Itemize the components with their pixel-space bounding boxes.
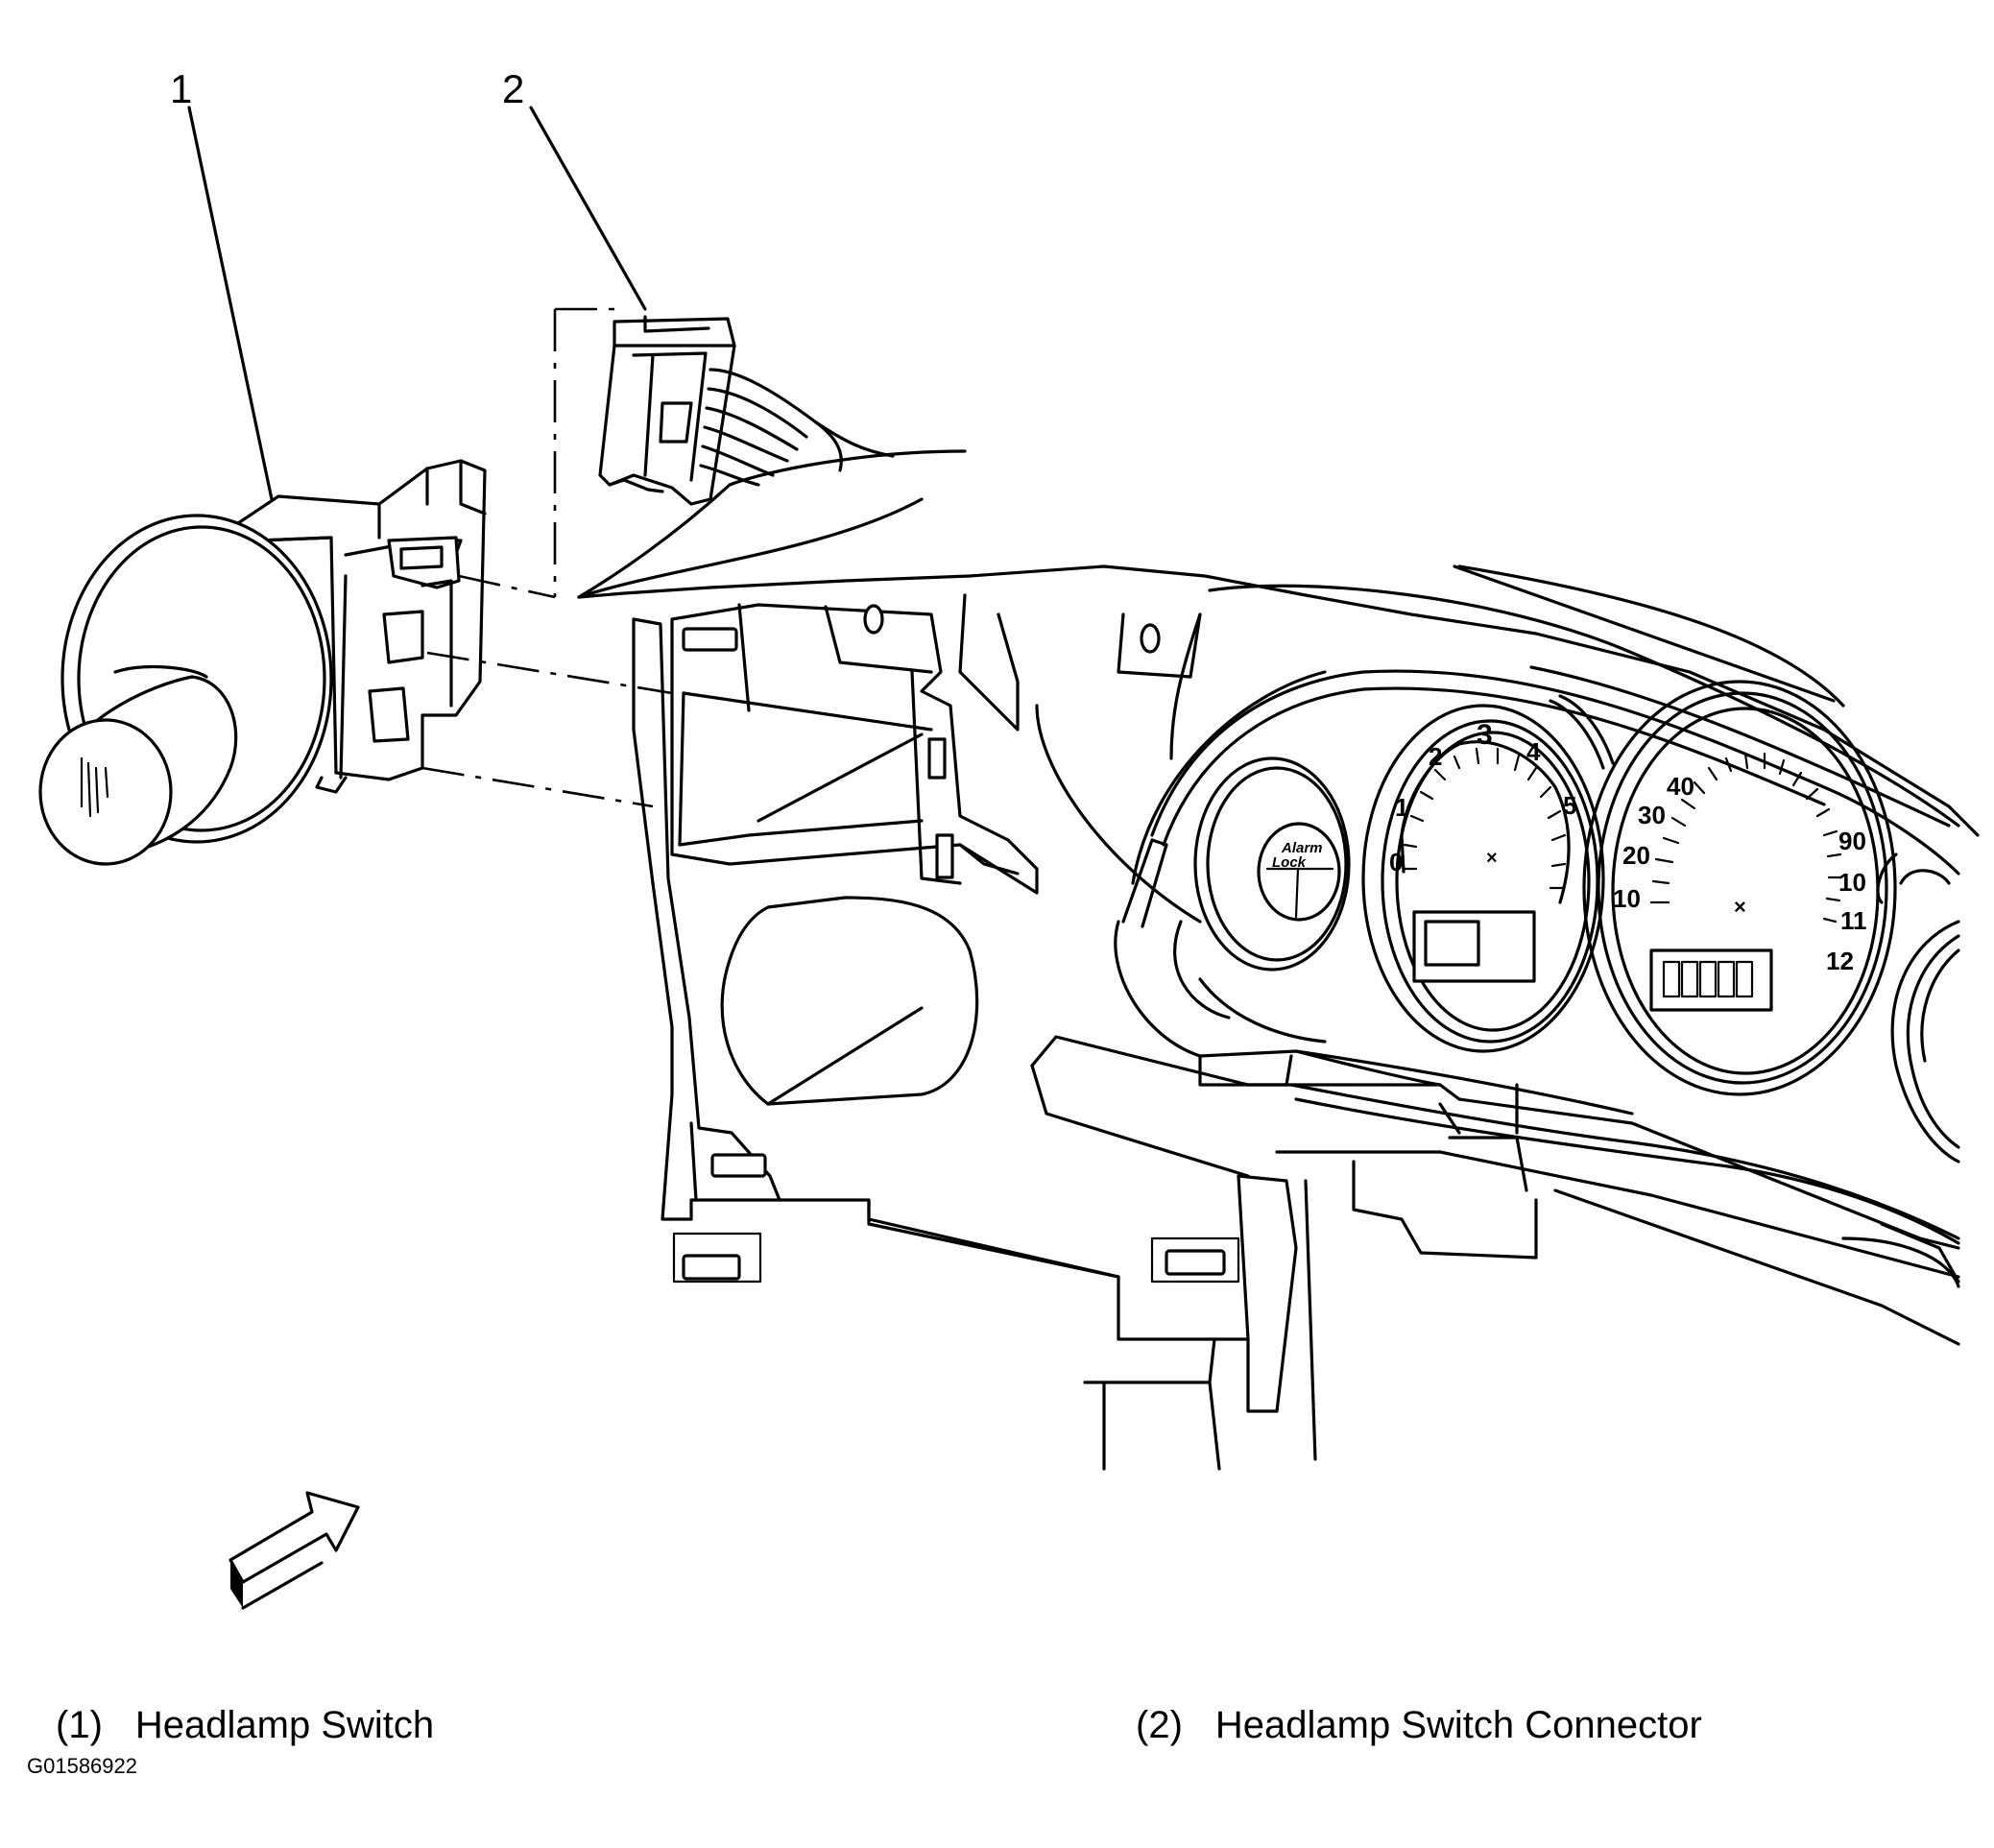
- instrument-panel-carrier: [579, 451, 1978, 1469]
- speedo-label-110: 11: [1840, 906, 1867, 935]
- speedo-label-90: 90: [1838, 827, 1866, 855]
- speedo-center-mark: ×: [1734, 895, 1746, 919]
- legend-item-1: (1) Headlamp Switch: [56, 1706, 434, 1744]
- speedo-label-30: 30: [1638, 801, 1666, 829]
- legend-item-2: (2) Headlamp Switch Connector: [1136, 1706, 1702, 1744]
- tach-label-5: 5: [1563, 791, 1576, 820]
- speedo-label-10: 10: [1613, 884, 1641, 913]
- alignment-lines: [422, 309, 672, 806]
- speedo-label-20: 20: [1622, 841, 1650, 870]
- tach-label-1: 1: [1395, 793, 1408, 822]
- callout-1: 1: [170, 66, 193, 111]
- speedo-label-100: 10: [1838, 868, 1866, 897]
- speedo-label-120: 12: [1826, 947, 1854, 975]
- tach-label-3: 3: [1477, 719, 1493, 751]
- legend-number-1: (1): [56, 1704, 103, 1746]
- indicator-label-alarm: Alarm: [1281, 840, 1323, 856]
- view-direction-arrow: [230, 1493, 358, 1608]
- callout-1-leader: [189, 108, 272, 499]
- figure-id: G01586922: [27, 1754, 137, 1778]
- legend-number-2: (2): [1136, 1704, 1183, 1746]
- indicator-label-lock: Lock: [1272, 854, 1307, 871]
- legend-label-2: Headlamp Switch Connector: [1214, 1704, 1702, 1746]
- instrument-cluster: Alarm Lock 0 1 2 3 4 5 ×: [1116, 671, 1958, 1243]
- tach-ticks: [1404, 749, 1565, 888]
- callout-2-leader: [531, 108, 645, 309]
- headlamp-switch: [40, 461, 485, 864]
- tach-center-mark: ×: [1486, 848, 1498, 869]
- legend-label-1: Headlamp Switch: [134, 1704, 435, 1746]
- callout-2: 2: [502, 66, 525, 111]
- tach-label-4: 4: [1526, 737, 1541, 766]
- speedo-ticks: [1651, 754, 1841, 922]
- speedo-label-40: 40: [1667, 772, 1694, 801]
- tach-label-2: 2: [1429, 742, 1442, 771]
- headlamp-switch-connector: [600, 317, 893, 504]
- tach-label-0: 0: [1389, 848, 1403, 876]
